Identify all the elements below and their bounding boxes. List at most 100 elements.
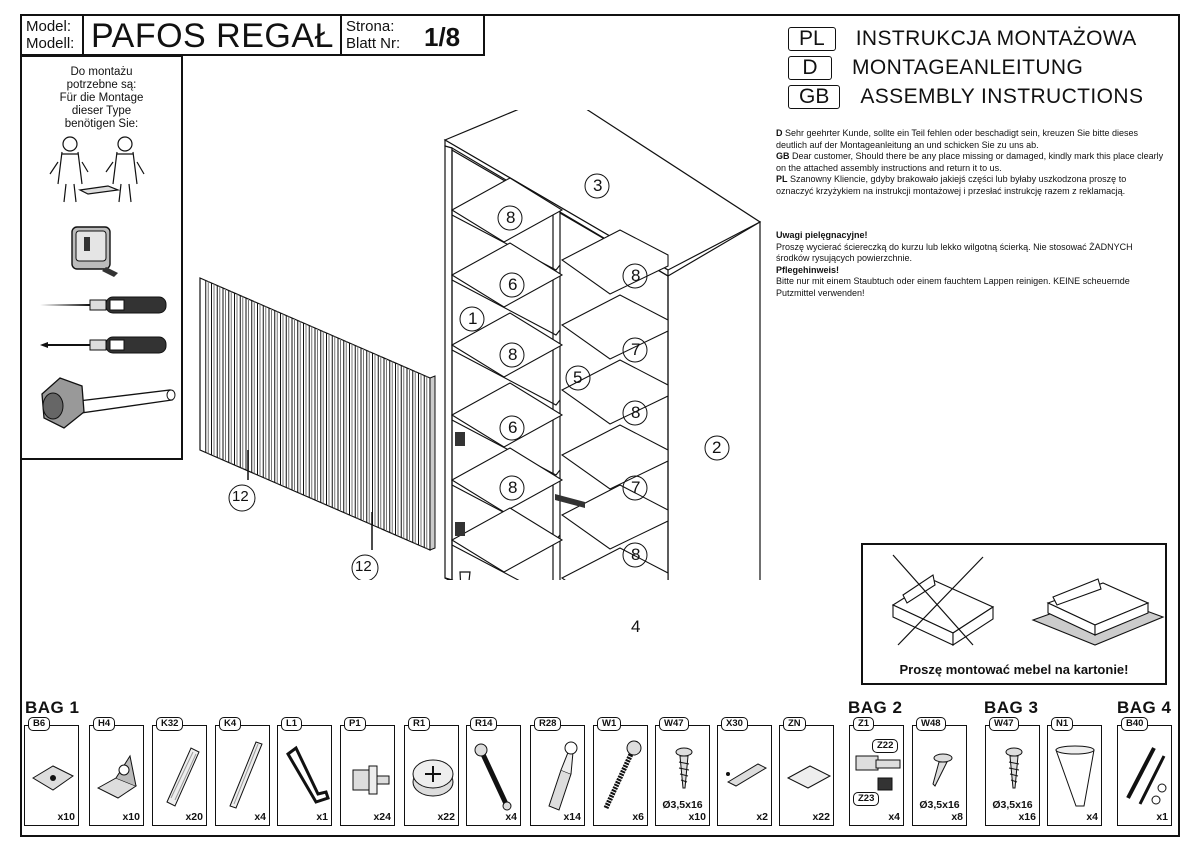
notice-gb: GB Dear customer, Should there be any pl… bbox=[776, 151, 1166, 174]
part-quantity: x14 bbox=[563, 811, 581, 823]
part-code-z23: Z23 bbox=[853, 792, 880, 806]
part-code: X30 bbox=[721, 717, 748, 731]
callout-1: 1 bbox=[468, 309, 478, 328]
language-row-d: D MONTAGEANLEITUNG bbox=[788, 56, 1083, 80]
language-row-gb: GB ASSEMBLY INSTRUCTIONS bbox=[788, 85, 1143, 109]
part-quantity: x20 bbox=[185, 811, 203, 823]
notice-d-label: D bbox=[776, 128, 783, 138]
model-label-1: Model: bbox=[26, 18, 72, 35]
shelf-left-edge bbox=[451, 275, 561, 336]
tools-line-2: potrzebne są: bbox=[66, 79, 137, 91]
shelf-left-edge bbox=[451, 210, 561, 271]
notice-pl: PL Szanowny Kliencie, gdyby brakowało ja… bbox=[776, 174, 1166, 197]
callout-5: 5 bbox=[573, 368, 583, 387]
wooden-dowel-icon bbox=[166, 747, 200, 807]
part-quantity: x16 bbox=[1018, 811, 1036, 823]
callout-6-a: 6 bbox=[508, 275, 518, 294]
cardboard-warning-text: Proszę montować mebel na kartonie! bbox=[899, 662, 1129, 677]
language-code-gb: GB bbox=[788, 85, 841, 109]
flat-screwdriver-icon bbox=[40, 296, 167, 314]
callout-8-c: 8 bbox=[508, 345, 518, 364]
language-title-gb: ASSEMBLY INSTRUCTIONS bbox=[860, 85, 1144, 108]
two-workers-icon bbox=[49, 136, 145, 203]
long-dowel-icon bbox=[229, 741, 263, 809]
part-code: R28 bbox=[534, 717, 562, 731]
shelf-left-edge bbox=[451, 540, 520, 580]
part-dimension: Ø3,5x16 bbox=[992, 799, 1033, 811]
tools-line-4: dieser Type bbox=[71, 105, 132, 117]
care-pl-text: Proszę wycierać ściereczką do kurzu lub … bbox=[776, 241, 1133, 264]
part-code: W47 bbox=[989, 717, 1019, 731]
part-quantity: x10 bbox=[688, 811, 706, 823]
part-code: W1 bbox=[597, 717, 622, 731]
handle-mark bbox=[555, 494, 585, 508]
tools-box: Do montażu potrzebne są: Für die Montage… bbox=[20, 55, 183, 460]
part-code-z22: Z22 bbox=[872, 739, 899, 753]
shelf-left bbox=[450, 177, 564, 243]
wood-screw-icon bbox=[1005, 747, 1023, 789]
part-box-n1: N1 x4 bbox=[1047, 717, 1102, 826]
cardboard-warning-illustration bbox=[891, 554, 1165, 647]
wood-screw-icon bbox=[675, 747, 693, 789]
cross-line-2 bbox=[897, 556, 984, 646]
callout-3: 3 bbox=[593, 176, 603, 195]
part-quantity: x1 bbox=[1156, 811, 1168, 823]
shelf-left bbox=[450, 382, 564, 448]
shelf-left bbox=[450, 507, 564, 573]
care-pl-heading: Uwagi pielęgnacyjne! bbox=[776, 230, 868, 240]
page-label-1: Strona: bbox=[346, 18, 395, 35]
notice-pl-text: Szanowny Kliencie, gdyby brakowało jakie… bbox=[776, 174, 1127, 196]
part-quantity: x10 bbox=[57, 811, 75, 823]
part-quantity: x4 bbox=[505, 811, 517, 823]
part-quantity: x6 bbox=[632, 811, 644, 823]
hinge-icon bbox=[855, 755, 901, 791]
part-code: B6 bbox=[28, 717, 51, 731]
part-quantity: x4 bbox=[1086, 811, 1098, 823]
part-code: ZN bbox=[783, 717, 806, 731]
part-box-b6: B6 x10 bbox=[24, 717, 79, 826]
shelf-right bbox=[560, 294, 669, 360]
page-number-cell: Strona: Blatt Nr: 1/8 bbox=[340, 14, 485, 56]
part-quantity: x4 bbox=[254, 811, 266, 823]
callout-8-d: 8 bbox=[631, 403, 641, 422]
notice-gb-label: GB bbox=[776, 151, 790, 161]
care-block: Uwagi pielęgnacyjne! Proszę wycierać ści… bbox=[776, 230, 1166, 299]
part-box-b40: B40 x1 bbox=[1117, 717, 1172, 826]
hinge-mark-lower bbox=[455, 522, 465, 536]
callout-2: 2 bbox=[712, 438, 722, 457]
part-code: H4 bbox=[93, 717, 116, 731]
part-quantity: x1 bbox=[316, 811, 328, 823]
tools-text: Do montażu potrzebne są: Für die Montage… bbox=[22, 66, 181, 131]
part-box-r28: R28 x14 bbox=[530, 717, 585, 826]
part-quantity: x22 bbox=[437, 811, 455, 823]
notice-d: D Sehr geehrter Kunde, sollte ein Teil f… bbox=[776, 128, 1166, 151]
bag-1-title: BAG 1 bbox=[25, 698, 80, 717]
part-code: R14 bbox=[470, 717, 498, 731]
language-title-d: MONTAGEANLEITUNG bbox=[852, 56, 1084, 79]
shelf-left-edge bbox=[451, 345, 561, 406]
bag-2-title: BAG 2 bbox=[848, 698, 903, 717]
tools-line-5: benötigen Sie: bbox=[64, 118, 139, 130]
bag-3-title: BAG 3 bbox=[984, 698, 1039, 717]
hinge-mark-upper bbox=[455, 432, 465, 446]
language-row-pl: PL INSTRUKCJA MONTAŻOWA bbox=[788, 27, 1137, 51]
part-dimension: Ø3,5x16 bbox=[662, 799, 703, 811]
callout-8-e: 8 bbox=[508, 478, 518, 497]
part-code: N1 bbox=[1051, 717, 1074, 731]
part-code: K4 bbox=[219, 717, 242, 731]
part-code: R1 bbox=[408, 717, 431, 731]
part-dimension: Ø3,5x16 bbox=[919, 799, 960, 811]
language-code-d: D bbox=[788, 56, 832, 80]
model-label-cell: Model: Modell: bbox=[20, 14, 84, 56]
exploded-view-drawing bbox=[199, 110, 762, 580]
tools-line-3: Für die Montage bbox=[59, 92, 144, 104]
phillips-screwdriver-icon bbox=[40, 336, 167, 354]
part-code: B40 bbox=[1121, 717, 1149, 731]
part-quantity: x4 bbox=[888, 811, 900, 823]
shelves-drawing bbox=[450, 177, 669, 580]
